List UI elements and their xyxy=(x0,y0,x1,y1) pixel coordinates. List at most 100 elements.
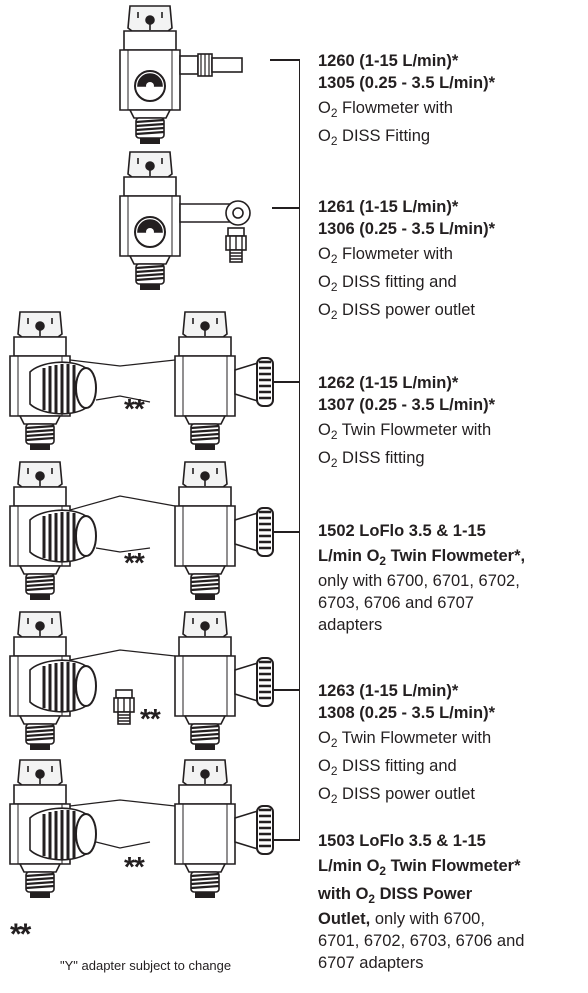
label-line: 6703, 6706 and 6707 xyxy=(318,592,525,614)
subscript: 2 xyxy=(330,106,338,121)
text-run: O xyxy=(318,245,331,263)
text-run: 6703, 6706 and 6707 xyxy=(318,594,474,612)
subscript: 2 xyxy=(330,252,338,267)
text-run: 1308 (0.25 - 3.5 L/min)* xyxy=(318,704,495,722)
subscript: 2 xyxy=(330,134,338,149)
label-1261: 1261 (1-15 L/min)* 1306 (0.25 - 3.5 L/min… xyxy=(318,196,495,324)
text-run: 6707 adapters xyxy=(318,954,424,972)
label-line: 1306 (0.25 - 3.5 L/min)* xyxy=(318,218,495,240)
text-run: DISS Power xyxy=(375,885,473,903)
text-run: DISS fitting and xyxy=(337,273,457,291)
label-line: O2 Flowmeter with xyxy=(318,94,495,122)
text-run: DISS fitting and xyxy=(337,757,457,775)
text-run: DISS power outlet xyxy=(337,785,476,803)
twin-flowmeter-1262: ** xyxy=(8,310,275,452)
label-line: only with 6700, 6701, 6702, xyxy=(318,570,525,592)
text-run: O xyxy=(318,421,331,439)
subscript: 2 xyxy=(330,456,338,471)
bracket-lines xyxy=(270,59,300,841)
text-run: O xyxy=(318,273,331,291)
text-run: only with 6700, 6701, 6702, xyxy=(318,572,520,590)
label-1262: 1262 (1-15 L/min)* 1307 (0.25 - 3.5 L/min… xyxy=(318,372,495,472)
label-line: O2 Twin Flowmeter with xyxy=(318,724,495,752)
label-1263: 1263 (1-15 L/min)* 1308 (0.25 - 3.5 L/min… xyxy=(318,680,495,808)
text-run: O xyxy=(318,757,331,775)
footnote-mark: ** xyxy=(10,918,31,951)
label-line: L/min O2 Twin Flowmeter* xyxy=(318,852,524,880)
text-run: with O xyxy=(318,885,369,903)
label-line: 1262 (1-15 L/min)* xyxy=(318,372,495,394)
subscript: 2 xyxy=(330,764,338,779)
text-run: Twin Flowmeter* xyxy=(386,857,521,875)
text-run: 6701, 6702, 6703, 6706 and xyxy=(318,932,525,950)
text-run: 1263 (1-15 L/min)* xyxy=(318,682,459,700)
label-1260: 1260 (1-15 L/min)* 1305 (0.25 - 3.5 L/min… xyxy=(318,50,495,150)
text-run: O xyxy=(318,449,331,467)
text-run: O xyxy=(318,729,331,747)
text-run: 1261 (1-15 L/min)* xyxy=(318,198,459,216)
y-adapter-mark: ** xyxy=(140,703,161,734)
label-line: O2 DISS power outlet xyxy=(318,296,495,324)
subscript: 2 xyxy=(330,792,338,807)
label-line: O2 DISS fitting xyxy=(318,444,495,472)
label-line: L/min O2 Twin Flowmeter*, xyxy=(318,542,525,570)
label-line: 1307 (0.25 - 3.5 L/min)* xyxy=(318,394,495,416)
label-line: Outlet, only with 6700, xyxy=(318,908,524,930)
y-adapter-mark: ** xyxy=(124,393,145,424)
label-line: 1308 (0.25 - 3.5 L/min)* xyxy=(318,702,495,724)
subscript: 2 xyxy=(379,864,387,879)
text-run: O xyxy=(318,127,331,145)
text-run: 1306 (0.25 - 3.5 L/min)* xyxy=(318,220,495,238)
text-run: 1307 (0.25 - 3.5 L/min)* xyxy=(318,396,495,414)
y-adapter-mark: ** xyxy=(124,851,145,882)
text-run: DISS power outlet xyxy=(337,301,476,319)
text-run: Twin Flowmeter with xyxy=(337,729,492,747)
twin-flowmeter-1502: ** xyxy=(8,460,275,602)
text-run: Twin Flowmeter with xyxy=(337,421,492,439)
subscript: 2 xyxy=(330,308,338,323)
label-line: with O2 DISS Power xyxy=(318,880,524,908)
text-run: Twin Flowmeter*, xyxy=(386,547,526,565)
text-run: DISS Fitting xyxy=(337,127,431,145)
text-run: only with 6700, xyxy=(370,910,485,928)
text-run: O xyxy=(318,785,331,803)
label-line: 1305 (0.25 - 3.5 L/min)* xyxy=(318,72,495,94)
text-run: L/min O xyxy=(318,857,380,875)
text-run: L/min O xyxy=(318,547,380,565)
label-line: 1260 (1-15 L/min)* xyxy=(318,50,495,72)
flowmeter-illustrations: ** ** ** ** xyxy=(8,4,300,900)
subscript: 2 xyxy=(379,554,387,569)
flowmeter-1260 xyxy=(118,4,243,146)
label-line: O2 Flowmeter with xyxy=(318,240,495,268)
text-run: Flowmeter with xyxy=(337,245,453,263)
text-run: Flowmeter with xyxy=(337,99,453,117)
subscript: 2 xyxy=(330,280,338,295)
label-line: 6707 adapters xyxy=(318,952,524,974)
text-run: adapters xyxy=(318,616,383,634)
text-run: O xyxy=(318,99,331,117)
text-run: 1260 (1-15 L/min)* xyxy=(318,52,459,70)
label-line: 1261 (1-15 L/min)* xyxy=(318,196,495,218)
subscript: 2 xyxy=(330,428,338,443)
y-adapter-mark: ** xyxy=(124,547,145,578)
text-run: 1305 (0.25 - 3.5 L/min)* xyxy=(318,74,495,92)
label-line: 1263 (1-15 L/min)* xyxy=(318,680,495,702)
subscript: 2 xyxy=(330,736,338,751)
label-line: O2 DISS power outlet xyxy=(318,780,495,808)
label-line: 1503 LoFlo 3.5 & 1-15 xyxy=(318,830,524,852)
subscript: 2 xyxy=(368,892,376,907)
footnote-text: "Y" adapter subject to change xyxy=(60,958,232,973)
text-run: 1502 LoFlo 3.5 & 1-15 xyxy=(318,522,486,540)
text-run: O xyxy=(318,301,331,319)
twin-flowmeter-1263: ** xyxy=(8,610,275,752)
label-line: O2 DISS fitting and xyxy=(318,268,495,296)
text-run: DISS fitting xyxy=(337,449,425,467)
text-run: 1503 LoFlo 3.5 & 1-15 xyxy=(318,832,486,850)
label-line: O2 DISS fitting and xyxy=(318,752,495,780)
text-run: 1262 (1-15 L/min)* xyxy=(318,374,459,392)
label-line: O2 Twin Flowmeter with xyxy=(318,416,495,444)
flowmeter-1261 xyxy=(118,150,251,292)
label-line: 6701, 6702, 6703, 6706 and xyxy=(318,930,524,952)
